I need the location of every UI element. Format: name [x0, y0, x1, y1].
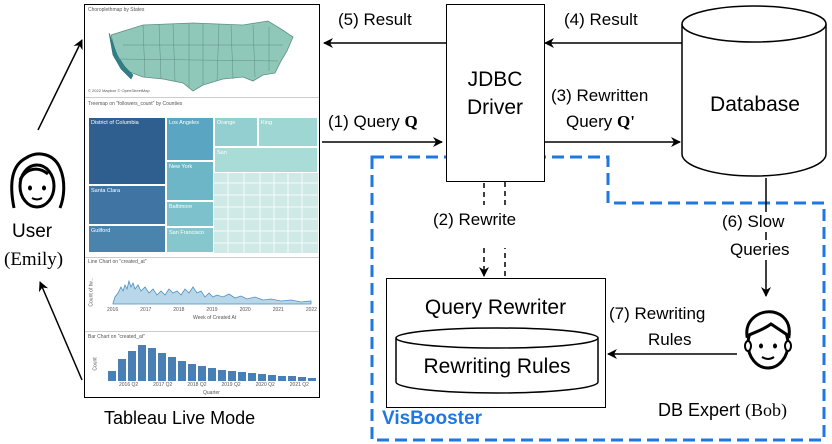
- map-title: Choroplethmap by States: [88, 7, 145, 13]
- treemap-cell[interactable]: San: [214, 147, 318, 173]
- bar-chart-xtick: 2019 Q2: [221, 382, 241, 388]
- bar-chart-xtick: 2020 Q2: [255, 382, 275, 388]
- bar-chart-bar: [168, 357, 176, 381]
- line-chart[interactable]: [105, 267, 317, 305]
- bar-chart-bar: [198, 366, 206, 381]
- bar-chart-bar: [148, 348, 156, 381]
- jdbc-driver-box: JDBC Driver: [446, 4, 545, 182]
- bar-chart-bar: [208, 368, 216, 381]
- panel-divider: [85, 257, 319, 258]
- line-chart-xtick: 2018: [173, 307, 185, 313]
- treemap[interactable]: District of Columbia Santa Clara Guilfor…: [88, 117, 318, 253]
- query-rewriter-title: Query Rewriter: [424, 296, 567, 319]
- tableau-panel: Choroplethmap by States © 2022 Mapbox © …: [84, 4, 320, 398]
- edge-1-label: (1) Query Q: [328, 112, 418, 132]
- bar-chart-xticks: 2016 Q2 2017 Q2 2018 Q2 2019 Q2 2020 Q2 …: [119, 382, 309, 388]
- edge-3-symbol: Q': [617, 112, 635, 131]
- bar-chart-bar: [288, 376, 296, 381]
- database-cylinder: [681, 5, 827, 177]
- rewriting-rules-label: Rewriting Rules: [423, 355, 571, 378]
- bar-chart-title: Bar Chart on "created_at": [88, 334, 145, 340]
- edge-2-label: (2) Rewrite: [431, 210, 519, 230]
- user-icon: [10, 152, 66, 209]
- line-chart-xtick: 2022: [305, 307, 317, 313]
- database-label: Database: [710, 93, 800, 116]
- us-choropleth-map[interactable]: [103, 15, 303, 95]
- treemap-cell[interactable]: Los Angeles: [166, 117, 214, 161]
- bar-chart-bar: [268, 375, 276, 381]
- edge-7-label-line1: (7) Rewriting: [609, 304, 706, 323]
- edge-6-label-line1: (6) Slow: [722, 212, 785, 232]
- edge-5-label: (5) Result: [338, 10, 412, 29]
- treemap-title: Treemap on "followers_count" by Counties: [88, 101, 183, 107]
- user-label: User: [12, 221, 53, 242]
- line-chart-xticks: 2016 2017 2018 2019 2020 2021 2022: [107, 307, 317, 313]
- treemap-cell[interactable]: District of Columbia: [88, 117, 166, 185]
- treemap-cell[interactable]: Santa Clara: [88, 185, 166, 225]
- treemap-small-cells: [214, 173, 318, 253]
- edge-3-label-line2: Query Q': [566, 112, 635, 132]
- jdbc-line2: Driver: [467, 96, 523, 119]
- line-chart-title: Line Chart on "created_at": [88, 259, 147, 265]
- expert-role: DB Expert: [658, 400, 741, 420]
- map-credit: © 2022 Mapbox © OpenStreetMap: [88, 88, 150, 93]
- edge-1-text: (1) Query: [328, 112, 400, 131]
- line-chart-xtick: 2020: [239, 307, 251, 313]
- tableau-caption: Tableau Live Mode: [104, 408, 256, 428]
- bar-chart-bar: [278, 376, 286, 381]
- line-chart-xtick: 2021: [272, 307, 284, 313]
- line-chart-xlabel: Week of Created At: [193, 315, 237, 321]
- expert-label: DB Expert (Bob): [658, 400, 787, 420]
- bar-chart-bar: [228, 371, 236, 381]
- treemap-cell[interactable]: Orange: [214, 117, 258, 147]
- bar-chart-bar: [248, 373, 256, 381]
- bar-chart-xtick: 2018 Q2: [187, 382, 207, 388]
- panel-divider: [85, 331, 319, 332]
- bar-chart-xlabel: Quarter: [203, 390, 220, 396]
- edge-4-label: (4) Result: [564, 10, 638, 29]
- bar-chart-bar: [308, 378, 316, 381]
- bar-chart-bar: [218, 370, 226, 381]
- edge-1-symbol: Q: [404, 112, 418, 131]
- bar-chart-bar: [108, 371, 116, 381]
- visbooster-boundary: [370, 155, 826, 442]
- bar-chart-bar: [118, 359, 126, 381]
- bar-chart-bar: [128, 351, 136, 381]
- treemap-cell[interactable]: Guilford: [88, 225, 166, 253]
- bar-chart-bar: [138, 345, 146, 381]
- line-chart-ylabel: Count of tw...: [88, 277, 95, 307]
- treemap-cell[interactable]: New York: [166, 161, 214, 201]
- edge-3-label-line1: (3) Rewritten: [551, 86, 649, 105]
- edge-6-label-line2: Queries: [730, 240, 790, 260]
- bar-chart-bar: [188, 364, 196, 381]
- line-chart-xtick: 2019: [206, 307, 218, 313]
- rewriting-rules-cylinder: [395, 327, 599, 394]
- expert-name: (Bob): [745, 400, 788, 420]
- bar-chart-xtick: 2021 Q2: [289, 382, 309, 388]
- bar-chart-ylabel: Count: [92, 357, 99, 371]
- edge-3-text: Query: [566, 112, 613, 131]
- jdbc-line1: JDBC: [467, 68, 523, 91]
- edge-tableau-to-user: [38, 281, 83, 381]
- panel-divider: [85, 97, 319, 98]
- treemap-cell[interactable]: San Francisco: [166, 227, 214, 253]
- user-name: (Emily): [4, 249, 64, 270]
- visbooster-label: VisBooster: [382, 408, 482, 429]
- bar-chart-bar: [158, 353, 166, 381]
- bar-chart-bar: [258, 374, 266, 381]
- treemap-cell[interactable]: King: [258, 117, 318, 147]
- bar-chart-bar: [298, 377, 306, 381]
- edge-7-label-line2: Rules: [648, 330, 692, 349]
- bar-chart-xtick: 2016 Q2: [119, 382, 139, 388]
- expert-icon: [744, 310, 792, 370]
- bar-chart-bar: [238, 372, 246, 381]
- bar-chart[interactable]: [107, 343, 317, 381]
- edge-user-to-tableau: [37, 39, 83, 131]
- line-chart-xtick: 2017: [140, 307, 152, 313]
- treemap-cell[interactable]: Baltimore: [166, 201, 214, 227]
- bar-chart-bar: [178, 361, 186, 381]
- line-chart-xtick: 2016: [107, 307, 119, 313]
- bar-chart-xtick: 2017 Q2: [153, 382, 173, 388]
